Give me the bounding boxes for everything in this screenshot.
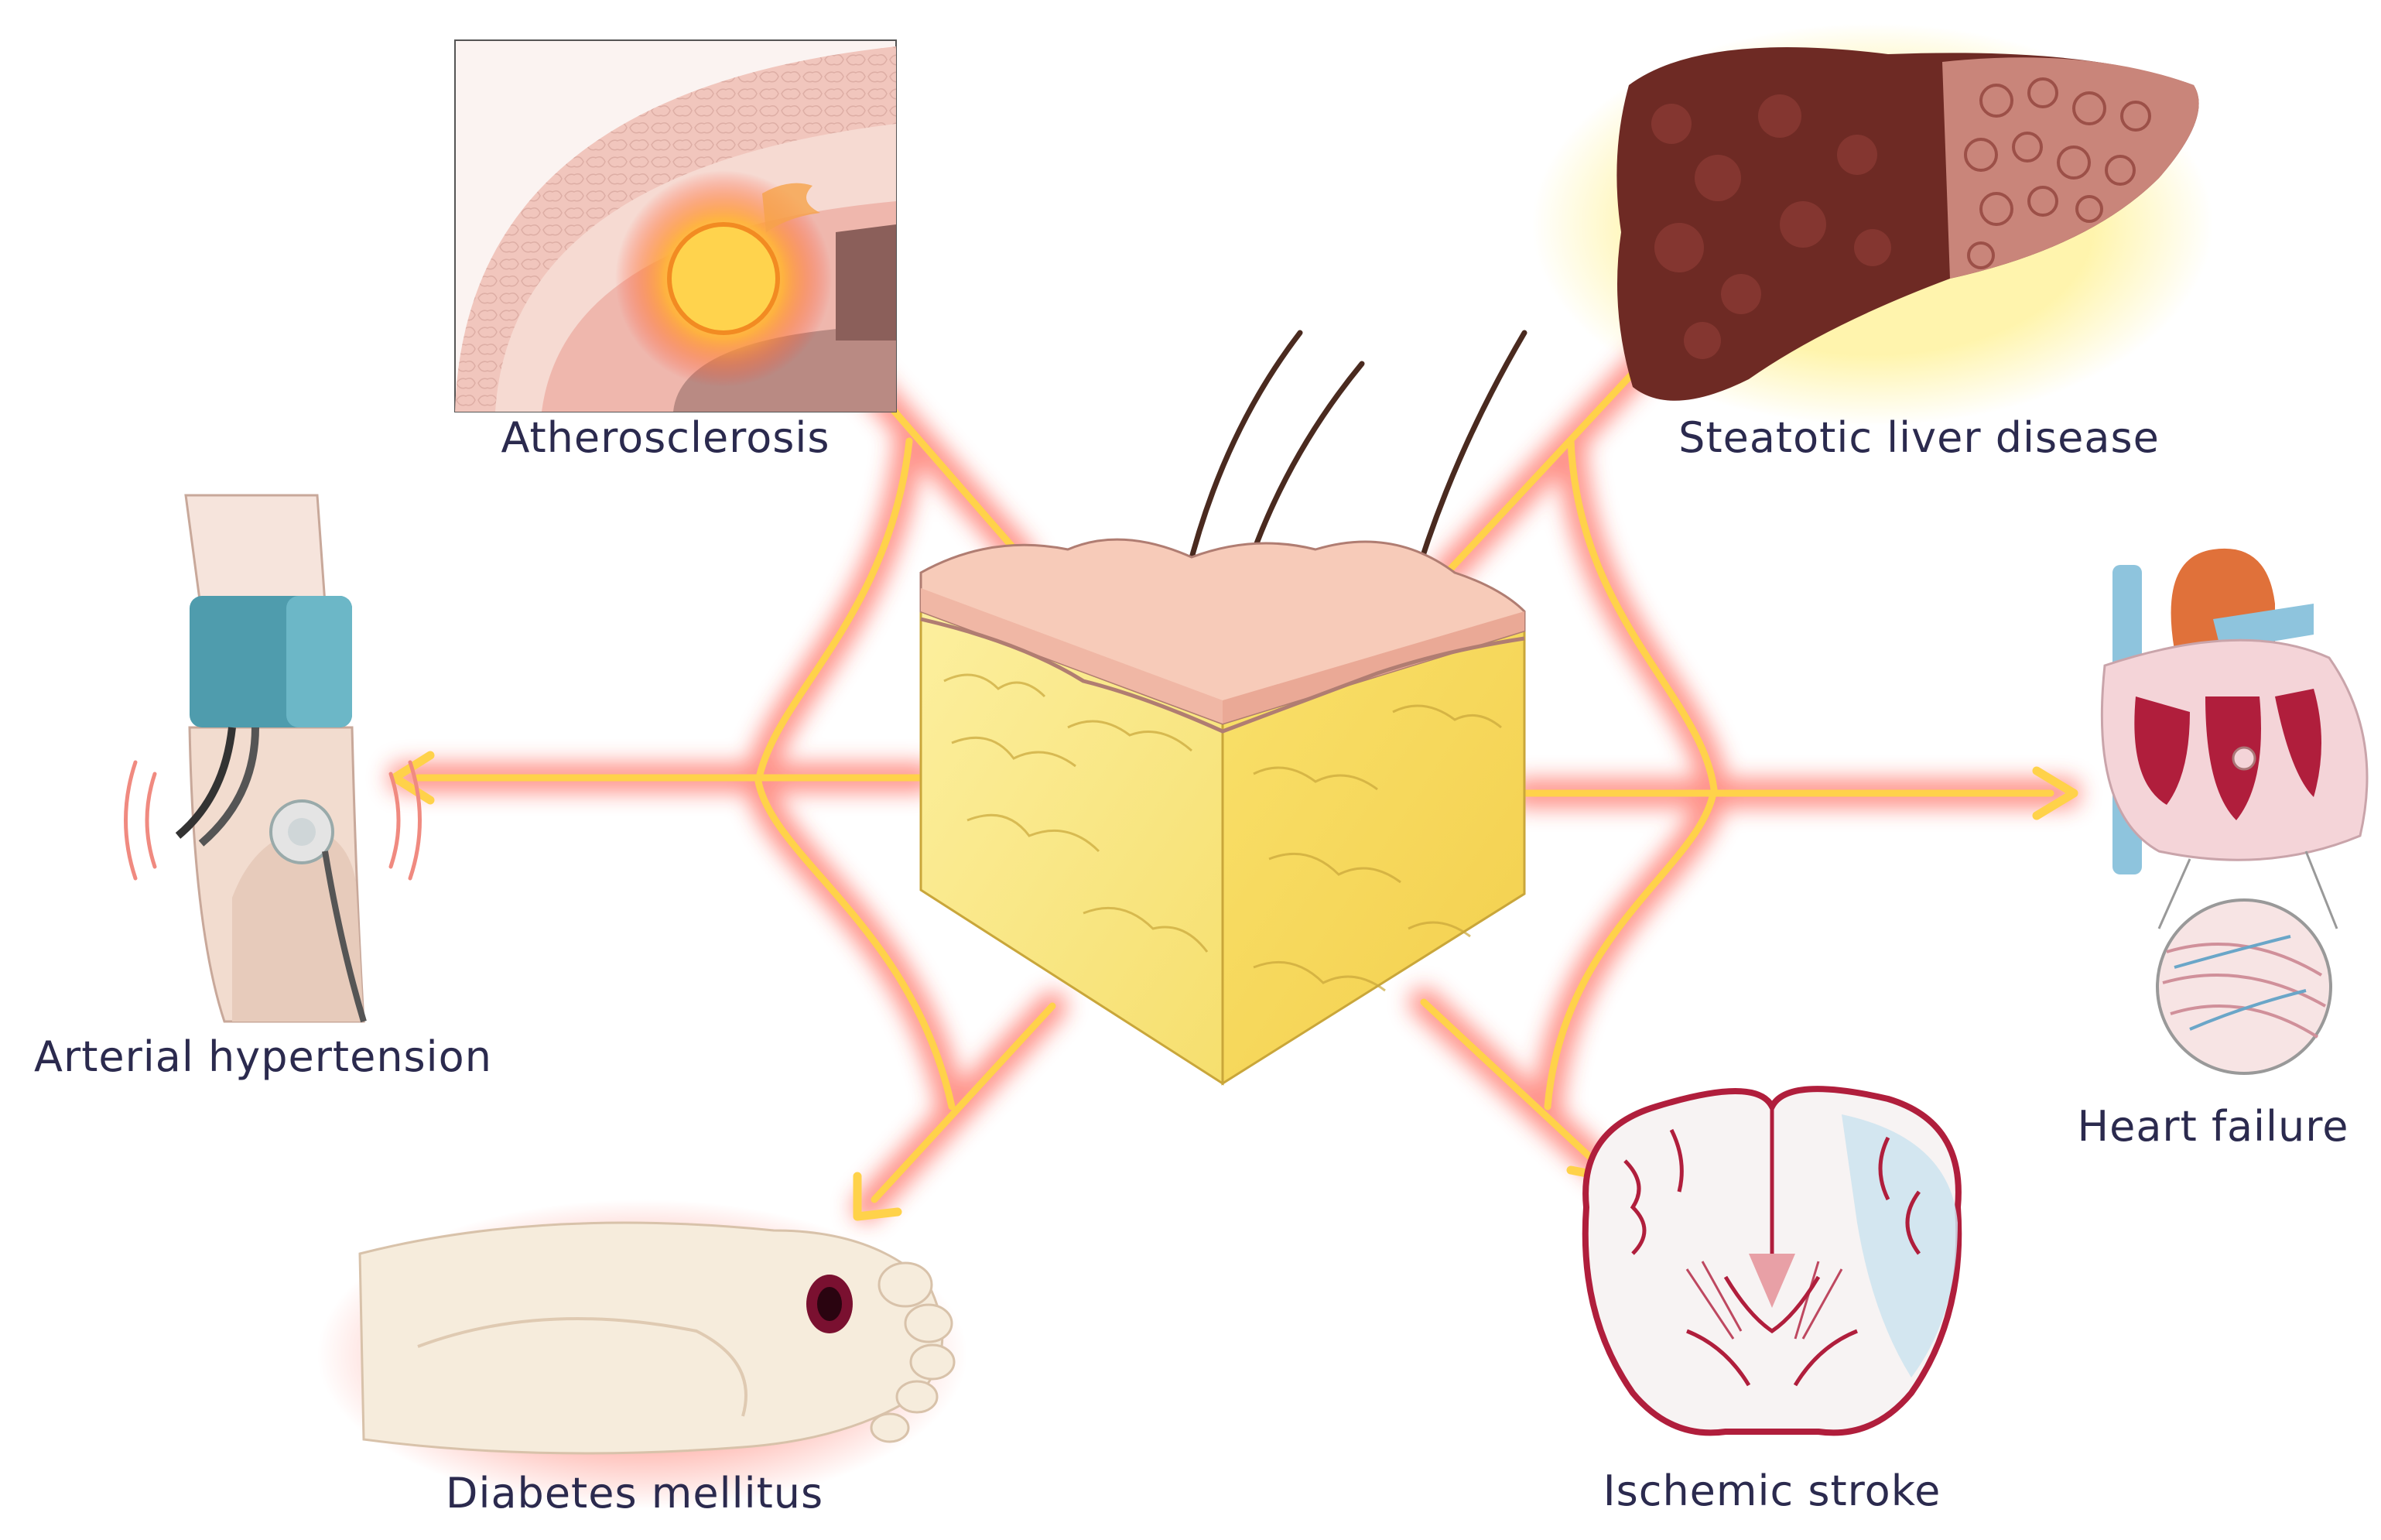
label-atherosclerosis: Atherosclerosis — [501, 413, 830, 462]
label-steatotic-liver-disease: Steatotic liver disease — [1678, 413, 2160, 462]
liver-icon — [1532, 23, 2213, 426]
connection-arrows — [388, 295, 2081, 1222]
artery-plaque-icon — [454, 39, 897, 412]
blood-pressure-cuff-arm-icon — [124, 494, 422, 1023]
adipose-tissue-cube-icon — [919, 330, 1527, 1086]
heart-cross-section-icon — [2100, 548, 2369, 1075]
diabetic-foot-ulcer-icon — [317, 1199, 967, 1509]
label-heart-failure: Heart failure — [2077, 1102, 2349, 1151]
brain-coronal-section-icon — [1582, 1086, 1962, 1436]
label-diabetes-mellitus: Diabetes mellitus — [445, 1469, 824, 1518]
label-arterial-hypertension: Arterial hypertension — [34, 1032, 492, 1081]
label-ischemic-stroke: Ischemic stroke — [1603, 1466, 1941, 1515]
